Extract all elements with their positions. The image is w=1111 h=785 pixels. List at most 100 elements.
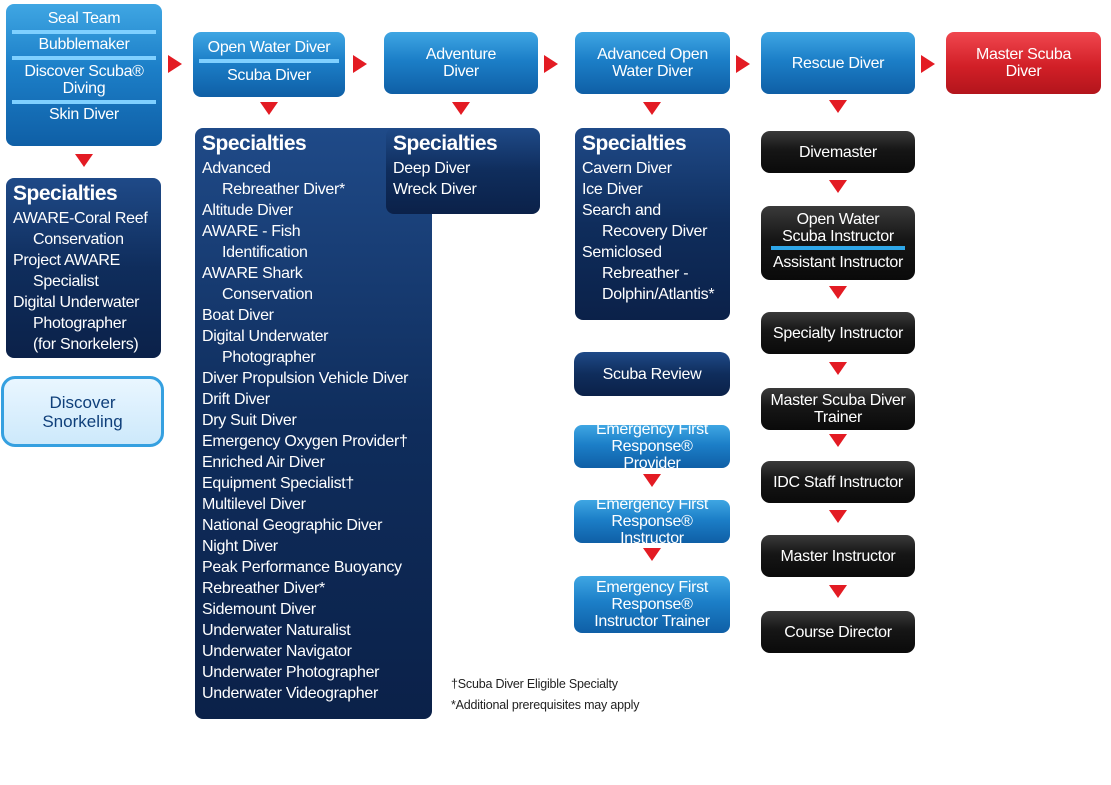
- specialty-item: Sidemount Diver: [202, 599, 426, 620]
- course-director-box: Course Director: [761, 611, 915, 653]
- arrow-down-c5-5: [829, 434, 847, 447]
- owsi-label: Open Water Scuba Instructor: [782, 211, 894, 245]
- specialty-item: Photographer: [202, 347, 426, 368]
- rescue-diver-label: Rescue Diver: [791, 54, 885, 72]
- divider: [771, 246, 905, 250]
- specialty-text: Drift Diver: [202, 391, 270, 408]
- specialty-text: Dry Suit Diver: [202, 412, 297, 429]
- arrow-down-c5-3: [829, 286, 847, 299]
- efr-provider-box: Emergency First Response® Provider: [574, 421, 730, 472]
- divemaster-box: Divemaster: [761, 131, 915, 173]
- specialty-item: Underwater Videographer: [202, 683, 426, 704]
- footnote-scuba-eligible: †Scuba Diver Eligible Specialty: [451, 677, 618, 691]
- seal-team-label: Seal Team: [47, 10, 121, 27]
- msdt-label: Master Scuba Diver Trainer: [770, 392, 906, 426]
- efr-instructor-trainer-box: Emergency First Response® Instructor Tra…: [574, 576, 730, 633]
- specialties-heading: Specialties: [202, 132, 307, 155]
- specialty-item: Conservation: [13, 229, 155, 250]
- adventure-diver-box: Adventure Diver: [384, 32, 538, 94]
- specialty-text: Underwater Photographer: [202, 664, 380, 681]
- specialty-text: Sidemount Diver: [202, 601, 316, 618]
- idc-staff-box: IDC Staff Instructor: [761, 461, 915, 503]
- specialty-text: Search and: [582, 202, 661, 219]
- master-scuba-diver-label: Master Scuba Diver: [975, 46, 1072, 80]
- specialty-text: Altitude Diver: [202, 202, 293, 219]
- specialty-text: Conservation: [33, 231, 124, 248]
- open-water-box: Open Water Diver Scuba Diver: [193, 32, 345, 97]
- specialty-item: Deep Diver: [393, 158, 534, 179]
- specialty-item: Conservation: [202, 284, 426, 305]
- specialty-item: AWARE - Fish: [202, 221, 426, 242]
- specialty-item: Peak Performance Buoyancy: [202, 557, 426, 578]
- specialty-text: Semiclosed: [582, 244, 662, 261]
- specialty-item: Digital Underwater: [13, 292, 155, 313]
- efr-instructor-box: Emergency First Response® Instructor: [574, 496, 730, 547]
- efr-instructor-trainer-label: Emergency First Response® Instructor Tra…: [594, 579, 710, 630]
- specialty-text: Conservation: [222, 286, 313, 303]
- specialty-text: Night Diver: [202, 538, 278, 555]
- arrow-down-c5-6: [829, 510, 847, 523]
- master-instructor-box: Master Instructor: [761, 535, 915, 577]
- specialty-item: Rebreather Diver*: [202, 578, 426, 599]
- divider: [12, 56, 156, 60]
- specialty-text: Multilevel Diver: [202, 496, 306, 513]
- specialty-text: Emergency Oxygen Provider†: [202, 433, 408, 450]
- specialty-item: Project AWARE: [13, 250, 155, 271]
- specialty-item: Cavern Diver: [582, 158, 724, 179]
- divider: [12, 100, 156, 104]
- specialty-text: Advanced: [202, 160, 271, 177]
- specialty-item: National Geographic Diver: [202, 515, 426, 536]
- scuba-diver-label: Scuba Diver: [227, 67, 311, 84]
- master-instructor-label: Master Instructor: [780, 547, 896, 565]
- specialty-text: Diver Propulsion Vehicle Diver: [202, 370, 409, 387]
- specialty-text: Equipment Specialist†: [202, 475, 355, 492]
- specialty-item: Underwater Naturalist: [202, 620, 426, 641]
- scuba-review-box: Scuba Review: [574, 352, 730, 396]
- specialty-item: AWARE-Coral Reef: [13, 208, 155, 229]
- specialty-text: Photographer: [222, 349, 316, 366]
- advanced-open-water-label: Advanced Open Water Diver: [597, 46, 708, 80]
- specialty-item: Identification: [202, 242, 426, 263]
- efr-provider-label: Emergency First Response® Provider: [596, 421, 708, 472]
- specialty-item: (for Snorkelers): [13, 334, 155, 355]
- specialty-text: AWARE Shark: [202, 265, 303, 282]
- specialty-text: Dolphin/Atlantis*: [602, 286, 715, 303]
- specialty-text: Rebreather -: [602, 265, 689, 282]
- specialty-text: Underwater Videographer: [202, 685, 379, 702]
- specialty-text: Rebreather Diver*: [222, 181, 345, 198]
- specialty-item: Diver Propulsion Vehicle Diver: [202, 368, 426, 389]
- specialty-text: Specialist: [33, 273, 99, 290]
- specialty-item: Semiclosed: [582, 242, 724, 263]
- specialty-item: Altitude Diver: [202, 200, 426, 221]
- entry-level-box: Seal Team Bubblemaker Discover Scuba® Di…: [6, 4, 162, 146]
- specialty-text: AWARE-Coral Reef: [13, 210, 148, 227]
- idc-staff-label: IDC Staff Instructor: [773, 473, 903, 491]
- specialty-text: National Geographic Diver: [202, 517, 383, 534]
- master-scuba-diver-box: Master Scuba Diver: [946, 32, 1101, 94]
- specialty-text: Rebreather Diver*: [202, 580, 325, 597]
- arrow-down-efr2: [643, 548, 661, 561]
- msdt-box: Master Scuba Diver Trainer: [761, 388, 915, 430]
- specialty-item: AWARE Shark: [202, 263, 426, 284]
- arrow-down-c5-4: [829, 362, 847, 375]
- rescue-diver-box: Rescue Diver: [761, 32, 915, 94]
- specialty-item: Drift Diver: [202, 389, 426, 410]
- discover-snorkeling-box: Discover Snorkeling: [1, 376, 164, 447]
- specialty-text: Enriched Air Diver: [202, 454, 325, 471]
- efr-instructor-label: Emergency First Response® Instructor: [596, 496, 708, 547]
- discover-scuba-label: Discover Scuba® Diving: [24, 63, 144, 97]
- specialty-item: Photographer: [13, 313, 155, 334]
- specialty-item: Digital Underwater: [202, 326, 426, 347]
- specialty-item: Recovery Diver: [582, 221, 724, 242]
- assistant-instructor-label: Assistant Instructor: [772, 254, 904, 271]
- specialty-instructor-box: Specialty Instructor: [761, 312, 915, 354]
- specialty-item: Dry Suit Diver: [202, 410, 426, 431]
- specialty-text: Recovery Diver: [602, 223, 708, 240]
- arrow-right-4: [736, 55, 750, 73]
